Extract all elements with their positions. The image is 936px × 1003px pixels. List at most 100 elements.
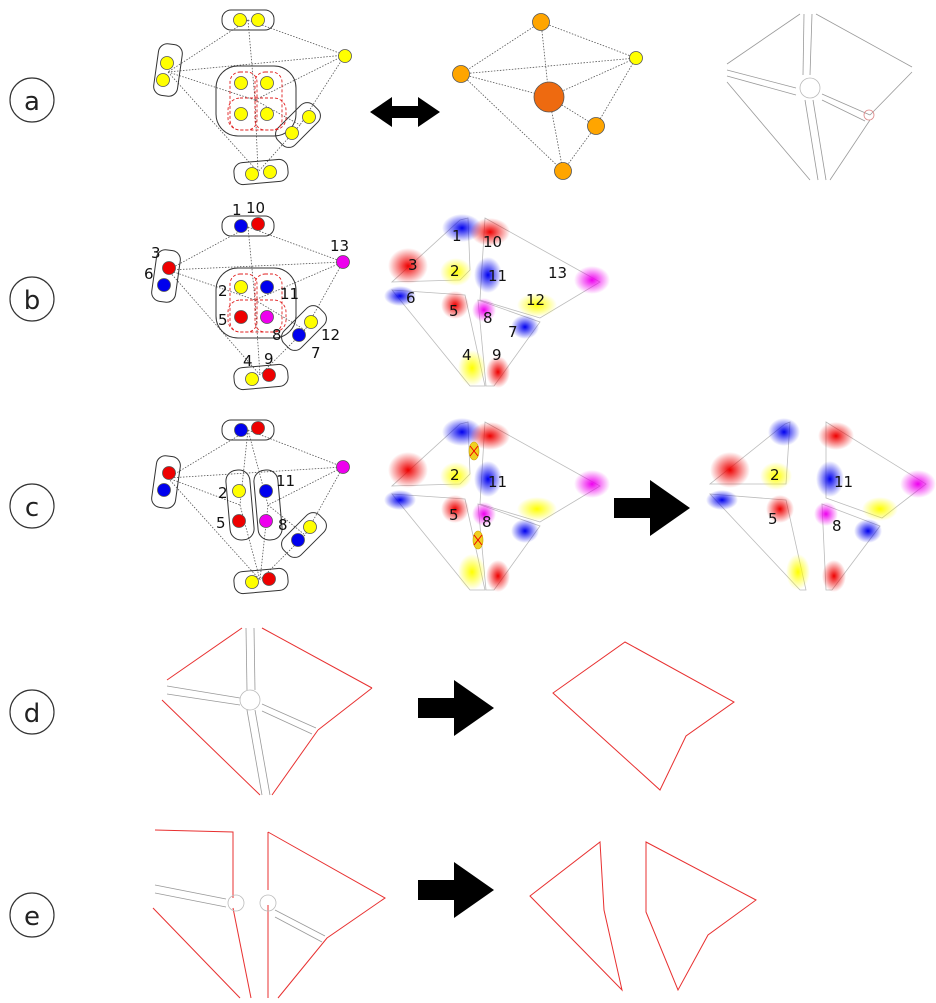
red-node: [251, 421, 265, 435]
node-number: 7: [311, 344, 321, 362]
yellow-node: [260, 107, 274, 121]
row-a-skeleton: [726, 13, 913, 181]
cut-mark-icon: [468, 441, 480, 461]
group-outline: [215, 267, 297, 339]
row-c-separated-regions: 2 11 5 8: [706, 418, 936, 592]
blue-node: [291, 533, 305, 547]
group-outline: [221, 215, 275, 237]
region-number: 2: [770, 466, 780, 484]
magenta-node: [259, 514, 273, 528]
red-node: [234, 310, 248, 324]
double-arrow-icon: [370, 97, 440, 127]
yellow-node: [245, 575, 259, 589]
row-a-grouped-graph: [153, 9, 352, 186]
yellow-node: [260, 76, 274, 90]
region-number: 9: [492, 346, 502, 364]
node-number: 5: [216, 514, 226, 532]
orange-node: [554, 162, 572, 180]
yellow-node: [232, 484, 246, 498]
yellow-node: [234, 107, 248, 121]
red-node: [262, 368, 276, 382]
svg-text:c: c: [25, 493, 39, 523]
group-outline: [233, 158, 289, 186]
region-number: 8: [483, 309, 493, 327]
group-outline: [215, 65, 297, 137]
node-number: 11: [280, 285, 299, 303]
yellow-node: [160, 56, 174, 70]
node-number: 12: [321, 326, 340, 344]
blue-node: [157, 483, 171, 497]
row-c-regrouped-graph: 2 11 5 8: [151, 419, 350, 595]
svg-text:e: e: [24, 902, 40, 932]
region-number: 5: [768, 510, 778, 528]
group-outline: [221, 419, 275, 441]
red-node: [262, 572, 276, 586]
node-number: 6: [144, 265, 154, 283]
node-number: 8: [278, 516, 288, 534]
row-e-separated-outlines: [529, 841, 757, 992]
node-number: 2: [218, 484, 228, 502]
yellow-node: [304, 315, 318, 329]
group-outline: [153, 43, 183, 97]
region-number: 1: [452, 227, 462, 245]
row-label-d: d: [9, 689, 55, 735]
region-number: 8: [832, 517, 842, 535]
row-label-c: c: [9, 483, 55, 529]
node-number: 13: [330, 237, 349, 255]
red-node: [251, 217, 265, 231]
yellow-node: [233, 13, 247, 27]
red-node: [162, 261, 176, 275]
node-number: 9: [264, 350, 274, 368]
red-node: [232, 514, 246, 528]
yellow-node: [251, 13, 265, 27]
row-d-merged-outline: [552, 641, 735, 791]
node-number: 5: [218, 311, 228, 329]
region-number: 6: [406, 289, 416, 307]
row-d-outline-with-pipes: [161, 627, 373, 796]
group-outline: [151, 249, 181, 303]
row-a-quotient-graph: [452, 13, 643, 180]
red-node: [162, 466, 176, 480]
node-number: 8: [272, 326, 282, 344]
right-arrow-icon: [418, 680, 494, 736]
blue-node: [260, 280, 274, 294]
row-label-a: a: [9, 77, 55, 123]
region-number: 7: [508, 323, 518, 341]
orange-node: [587, 117, 605, 135]
yellow-node: [285, 126, 299, 140]
row-b-labeled-graph: 1 10 3 6 13 2 11 5 8 12 7 4 9: [144, 199, 350, 391]
group-outline: [225, 469, 255, 541]
svg-text:d: d: [24, 699, 41, 729]
region-number: 11: [488, 267, 507, 285]
region-number: 12: [526, 291, 545, 309]
svg-text:b: b: [24, 286, 41, 316]
row-e-split-outlines-with-pipes: [152, 829, 386, 999]
region-number: 13: [548, 264, 567, 282]
row-c-colored-regions: 2 11 5 8: [384, 418, 610, 592]
magenta-node: [260, 310, 274, 324]
region-number: 4: [462, 346, 472, 364]
magenta-node: [336, 460, 350, 474]
group-outline: [253, 469, 283, 541]
large-orange-node: [533, 81, 565, 113]
region-number: 5: [449, 302, 459, 320]
node-number: 1: [232, 201, 242, 219]
yellow-node: [245, 167, 259, 181]
right-arrow-icon: [614, 480, 690, 536]
yellow-node: [302, 110, 316, 124]
node-number: 11: [276, 472, 295, 490]
blue-node: [234, 219, 248, 233]
group-outline: [221, 9, 275, 31]
node-number: 2: [218, 282, 228, 300]
group-outline: [281, 305, 327, 351]
orange-node: [452, 65, 470, 83]
node-number: 10: [246, 199, 265, 217]
blue-node: [292, 328, 306, 342]
region-number: 10: [483, 233, 502, 251]
region-number: 2: [450, 262, 460, 280]
svg-text:a: a: [24, 87, 40, 117]
region-number: 2: [450, 466, 460, 484]
yellow-node: [629, 51, 643, 65]
right-arrow-icon: [418, 862, 494, 918]
